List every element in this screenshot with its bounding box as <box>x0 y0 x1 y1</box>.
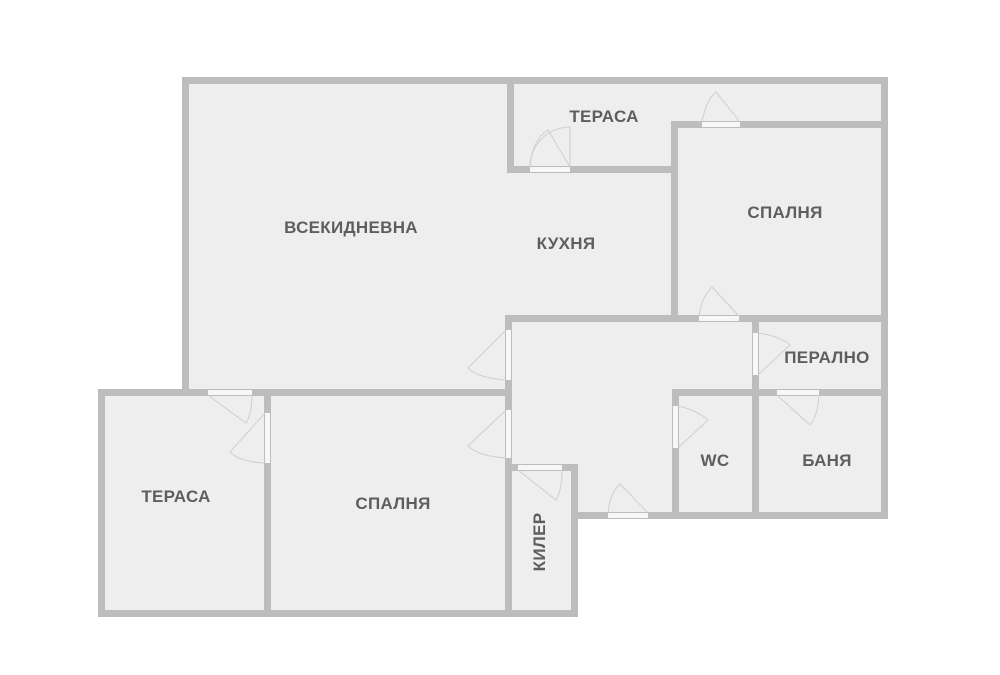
room-label-terrace-top: ТЕРАСА <box>569 107 639 126</box>
room-label-bathroom: БАНЯ <box>802 451 852 470</box>
room-label-living: ВСЕКИДНЕВНА <box>284 218 418 237</box>
room-label-storage: КИЛЕР <box>530 512 549 572</box>
door-swings <box>207 91 820 514</box>
room-label-terrace-left: ТЕРАСА <box>141 487 211 506</box>
room-label-wc: WC <box>700 451 730 470</box>
room-label-laundry: ПЕРАЛНО <box>784 348 870 367</box>
room-label-bedroom-left: СПАЛНЯ <box>355 494 431 513</box>
room-label-kitchen: КУХНЯ <box>536 234 596 253</box>
room-label-bedroom-right: СПАЛНЯ <box>747 203 823 222</box>
floors <box>102 82 886 612</box>
door-openings <box>208 122 819 518</box>
